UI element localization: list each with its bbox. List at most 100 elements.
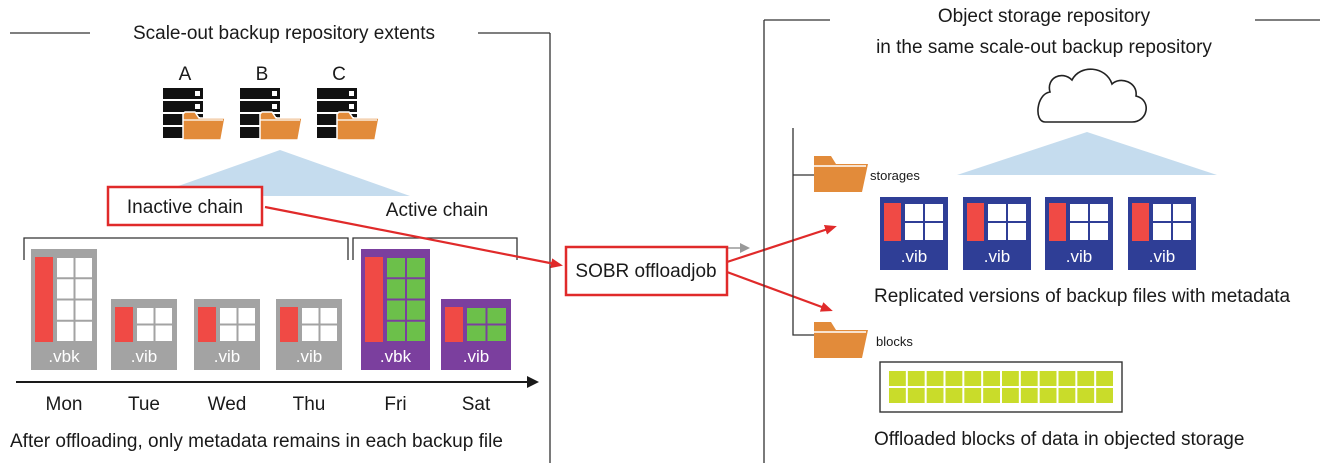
data-block-cell bbox=[1077, 371, 1095, 386]
metadata-block bbox=[1049, 203, 1066, 241]
data-block-cell bbox=[964, 388, 982, 403]
tree-connector bbox=[792, 128, 815, 336]
metadata-block bbox=[280, 307, 298, 342]
data-cell bbox=[220, 308, 237, 324]
storages-label: storages bbox=[870, 168, 920, 183]
backup-file: .vib bbox=[441, 299, 511, 370]
active-chain-bracket bbox=[352, 237, 518, 260]
data-block-cell bbox=[945, 371, 963, 386]
offload-arrow bbox=[264, 205, 563, 269]
replicated-file: .vib bbox=[963, 197, 1031, 270]
data-cell bbox=[155, 325, 172, 341]
folder-icon bbox=[814, 156, 868, 192]
data-cell bbox=[1090, 223, 1108, 240]
data-cell bbox=[387, 321, 405, 341]
metadata-block bbox=[967, 203, 984, 241]
data-cell bbox=[57, 300, 74, 320]
data-cell bbox=[320, 308, 337, 324]
file-extension-label: .vib bbox=[463, 347, 489, 366]
file-extension-label: .vib bbox=[1149, 247, 1175, 266]
data-cell bbox=[75, 279, 92, 299]
data-cell bbox=[57, 258, 74, 278]
server-icon bbox=[317, 88, 380, 141]
right-panel-title-line1: Object storage repository bbox=[938, 6, 1151, 27]
data-block-cell bbox=[1020, 388, 1038, 403]
data-block-cell bbox=[1039, 388, 1057, 403]
sobr-job-box bbox=[564, 245, 729, 297]
data-block-cell bbox=[907, 388, 925, 403]
object-storage-triangle bbox=[957, 132, 1217, 175]
blocks-container bbox=[879, 361, 1123, 413]
data-cell bbox=[1008, 204, 1026, 221]
data-block-cell bbox=[1002, 371, 1019, 386]
backup-file: .vib bbox=[276, 299, 342, 370]
file-extension-label: .vib bbox=[214, 347, 240, 366]
data-cell bbox=[487, 325, 506, 341]
extent-triangle bbox=[150, 150, 410, 196]
metadata-block bbox=[884, 203, 901, 241]
data-block-cell bbox=[1002, 388, 1019, 403]
data-block-cell bbox=[889, 371, 906, 386]
data-cell bbox=[407, 258, 425, 278]
data-cell bbox=[407, 300, 425, 320]
backup-file: .vbk bbox=[31, 249, 97, 370]
data-block-cell bbox=[964, 371, 982, 386]
data-cell bbox=[57, 279, 74, 299]
folder-icon bbox=[814, 322, 868, 358]
replicate-arrow bbox=[726, 225, 837, 264]
right-panel-title-line2: in the same scale-out backup repository bbox=[876, 37, 1212, 58]
inactive-chain-box bbox=[106, 185, 264, 227]
data-block-cell bbox=[1096, 388, 1113, 403]
data-cell bbox=[487, 308, 506, 324]
sobr-job-label: SOBR offloadjob bbox=[575, 261, 716, 282]
data-cell bbox=[1070, 223, 1088, 240]
data-cell bbox=[467, 308, 486, 324]
replicated-caption: Replicated versions of backup files with… bbox=[874, 286, 1291, 307]
blocks-caption: Offloaded blocks of data in objected sto… bbox=[874, 429, 1244, 450]
backup-file: .vib bbox=[194, 299, 260, 370]
data-block-cell bbox=[926, 371, 944, 386]
day-label: Sat bbox=[462, 394, 491, 415]
data-cell bbox=[1070, 204, 1088, 221]
data-cell bbox=[1090, 204, 1108, 221]
day-label: Fri bbox=[384, 394, 406, 415]
data-cell bbox=[302, 308, 319, 324]
data-cell bbox=[320, 325, 337, 341]
server-label-c: C bbox=[332, 64, 346, 85]
metadata-block bbox=[445, 307, 463, 342]
server-icon bbox=[240, 88, 303, 141]
data-cell bbox=[988, 204, 1006, 221]
data-block-cell bbox=[983, 371, 1000, 386]
data-cell bbox=[137, 308, 154, 324]
cloud-icon bbox=[1037, 68, 1147, 123]
replicated-file-list: .vib.vib.vib.vib bbox=[880, 197, 1196, 270]
data-cell bbox=[905, 204, 923, 221]
data-cell bbox=[57, 321, 74, 341]
file-extension-label: .vib bbox=[296, 347, 322, 366]
data-block-cell bbox=[1096, 371, 1113, 386]
metadata-block bbox=[1132, 203, 1149, 241]
data-cell bbox=[1153, 223, 1171, 240]
data-cell bbox=[1173, 204, 1191, 221]
data-cell bbox=[407, 321, 425, 341]
data-cell bbox=[387, 279, 405, 299]
file-extension-label: .vib bbox=[1066, 247, 1092, 266]
metadata-block bbox=[35, 257, 53, 342]
data-blocks bbox=[889, 371, 1113, 403]
data-block-cell bbox=[1058, 388, 1076, 403]
data-cell bbox=[238, 308, 255, 324]
folder-icon bbox=[182, 111, 226, 141]
data-cell bbox=[1008, 223, 1026, 240]
data-cell bbox=[387, 300, 405, 320]
backup-file: .vib bbox=[111, 299, 177, 370]
day-label: Tue bbox=[128, 394, 160, 415]
file-extension-label: .vbk bbox=[380, 347, 412, 366]
day-label: Thu bbox=[293, 394, 326, 415]
metadata-block bbox=[115, 307, 133, 342]
file-extension-label: .vbk bbox=[48, 347, 80, 366]
left-caption: After offloading, only metadata remains … bbox=[10, 431, 503, 452]
data-block-cell bbox=[889, 388, 906, 403]
data-cell bbox=[387, 258, 405, 278]
backup-file-list: .vbk .vib .vib .vib .vbk .vib bbox=[31, 249, 511, 370]
blocks-label: blocks bbox=[876, 334, 913, 349]
